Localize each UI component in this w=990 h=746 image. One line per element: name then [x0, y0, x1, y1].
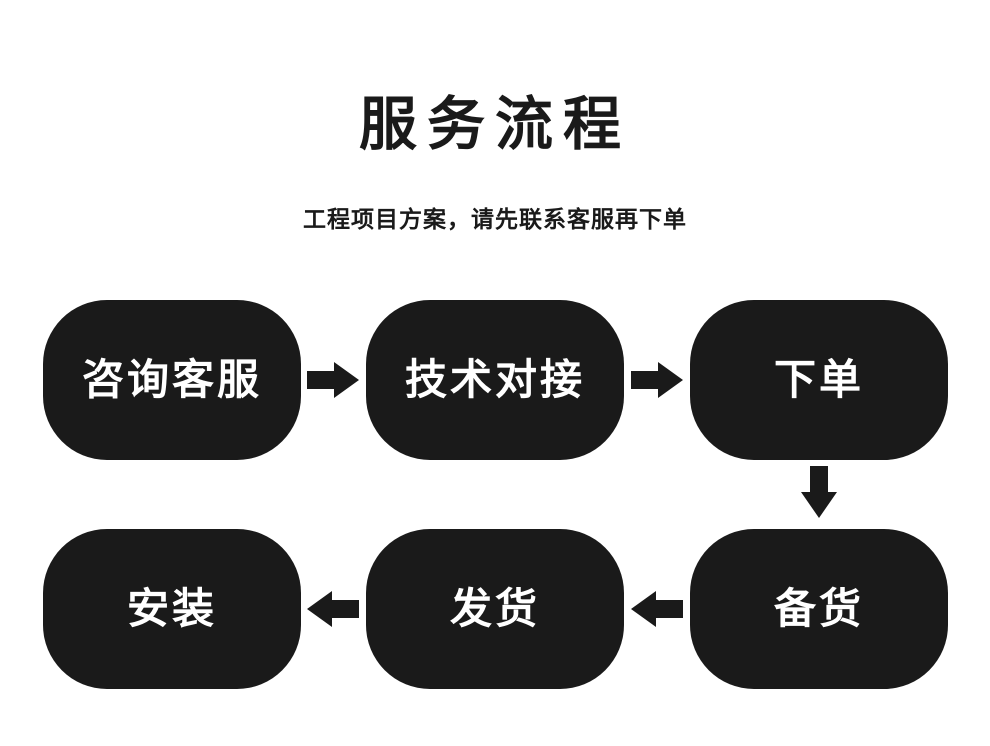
- arrow-right-icon: [307, 360, 359, 400]
- flow-step-install: 安装: [43, 529, 301, 689]
- page-title: 服务流程: [358, 92, 631, 157]
- flow-step-label: 备货: [773, 585, 864, 632]
- flow-step-label: 安装: [126, 585, 217, 632]
- flow-step-consult-service: 咨询客服: [43, 300, 301, 460]
- arrow-right-icon: [631, 360, 683, 400]
- flow-step-label: 技术对接: [404, 356, 585, 403]
- page-subtitle: 工程项目方案，请先联系客服再下单: [303, 206, 687, 232]
- flow-step-prepare-goods: 备货: [690, 529, 948, 689]
- flow-step-technical-docking: 技术对接: [366, 300, 624, 460]
- flow-step-label: 咨询客服: [81, 356, 262, 403]
- arrow-left-icon: [631, 589, 683, 629]
- arrow-left-icon: [307, 589, 359, 629]
- arrow-down-icon: [799, 466, 839, 518]
- flow-step-label: 下单: [773, 356, 864, 403]
- flow-step-label: 发货: [449, 585, 540, 632]
- flow-step-ship-goods: 发货: [366, 529, 624, 689]
- flow-step-place-order: 下单: [690, 300, 948, 460]
